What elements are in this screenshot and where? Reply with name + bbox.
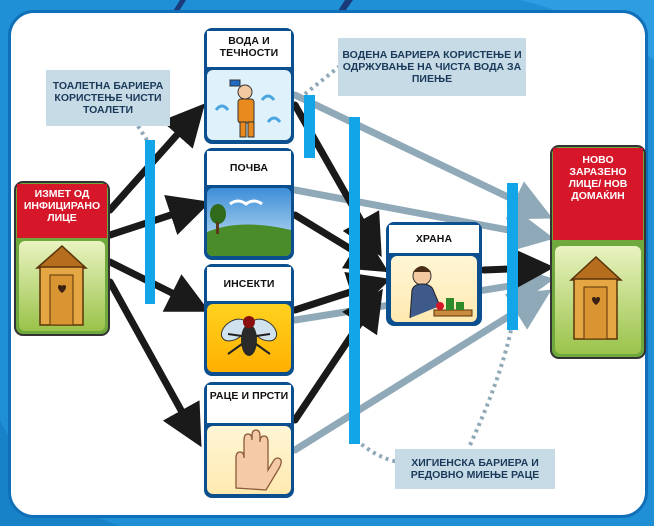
arrow-water-to-target <box>291 91 553 220</box>
water-drinking-person-icon <box>214 79 282 138</box>
target-box <box>550 145 646 359</box>
food-label: ХРАНА <box>415 233 453 245</box>
route-label-hands: РАЦЕ И ПРСТИ <box>209 390 289 402</box>
hand-icon <box>235 429 282 491</box>
arrow-hands-to-food <box>291 288 383 424</box>
toilet-barrier-bar <box>145 140 155 304</box>
route-label-soil: ПОЧВА <box>229 162 269 174</box>
source-label: ИЗМЕТ ОД ИНФИЦИРАНО ЛИЦЕ <box>23 188 101 224</box>
arrow-hands-to-target <box>291 289 552 454</box>
target-label: НОВО ЗАРАЗЕНО ЛИЦЕ/ НОВ ДОМАЌИН <box>568 154 628 202</box>
route-card-insects <box>204 264 294 376</box>
dotted-hygiene-connector <box>354 438 401 464</box>
route-label-water: ВОДА И ТЕЧНОСТИ <box>219 35 279 59</box>
eating-child-icon <box>409 266 473 319</box>
route-card-water <box>204 28 294 144</box>
hygiene-barrier-note: ХИГИЕНСКА БАРИЕРА И РЕДОВНО МИЕЊЕ РАЦЕ <box>395 449 555 489</box>
toilet-barrier-note: ТОАЛЕТНА БАРИЕРА КОРИСТЕЊЕ ЧИСТИ ТОАЛЕТИ <box>46 70 170 126</box>
source-box <box>14 181 110 336</box>
arrow-source-to-hands <box>106 278 202 448</box>
water-barrier-bar <box>304 95 315 158</box>
arrow-soil-to-target <box>291 186 555 252</box>
water-barrier-note: ВОДЕНА БАРИЕРА КОРИСТЕЊЕ И ОДРЖУВАЊЕ НА … <box>338 38 526 96</box>
food-card <box>386 222 482 326</box>
outhouse-icon <box>569 255 623 340</box>
route-label-insects: ИНСЕКТИ <box>223 278 275 290</box>
hygiene-barrier-bar <box>349 117 360 444</box>
outhouse-icon <box>35 244 88 326</box>
fly-icon <box>220 316 278 356</box>
dotted-water-connector <box>298 64 342 100</box>
route-card-hands <box>204 382 294 498</box>
landscape-icon <box>207 199 291 256</box>
route-card-soil <box>204 148 294 260</box>
final-barrier-bar <box>507 183 518 330</box>
dotted-hygiene-connector-right <box>468 329 513 446</box>
